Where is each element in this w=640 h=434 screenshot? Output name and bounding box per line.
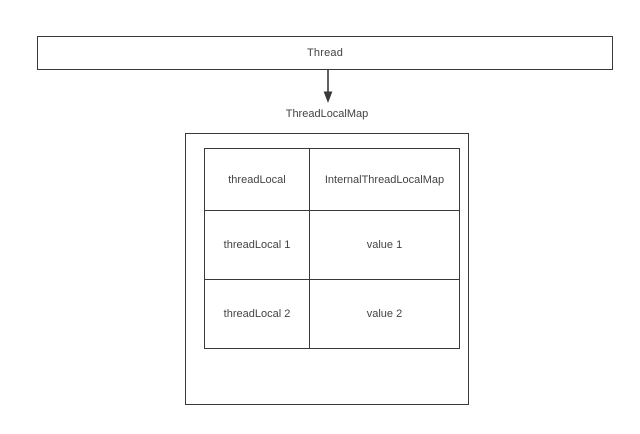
header-cell-value: InternalThreadLocalMap — [309, 148, 460, 211]
arrow-down-icon — [322, 69, 334, 104]
table-header-row: threadLocal InternalThreadLocalMap — [204, 148, 460, 211]
table-row: threadLocal 2 value 2 — [204, 279, 460, 349]
row-cell-value: value 2 — [309, 279, 460, 349]
threadlocal-entry-table: threadLocal InternalThreadLocalMap threa… — [204, 148, 460, 349]
row-cell-key: threadLocal 1 — [204, 210, 310, 280]
threadlocalmap-container: threadLocal InternalThreadLocalMap threa… — [185, 133, 469, 405]
row-cell-key: threadLocal 2 — [204, 279, 310, 349]
thread-box-label: Thread — [306, 47, 344, 59]
row-cell-value: value 1 — [309, 210, 460, 280]
thread-box: Thread — [37, 36, 613, 70]
table-row: threadLocal 1 value 1 — [204, 210, 460, 280]
header-cell-key: threadLocal — [204, 148, 310, 211]
threadlocalmap-caption: ThreadLocalMap — [285, 108, 369, 120]
